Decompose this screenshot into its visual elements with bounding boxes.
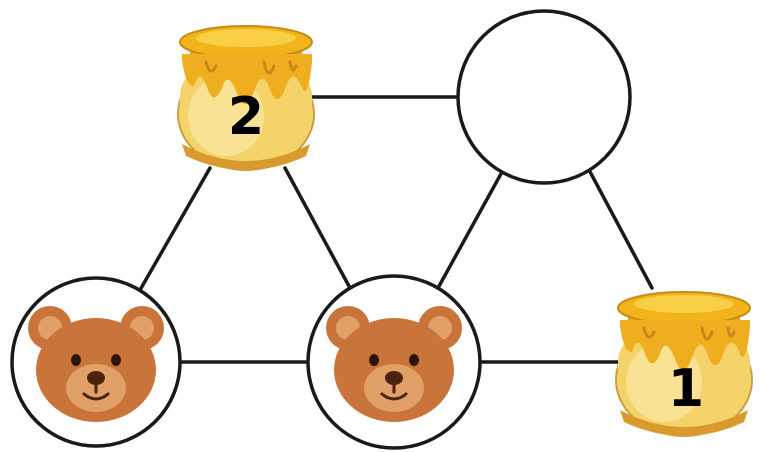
pot-number-label: 1 bbox=[668, 359, 704, 419]
empty-node-circle[interactable] bbox=[456, 9, 632, 185]
node-top-left[interactable]: 2 bbox=[176, 24, 316, 172]
node-bottom-right[interactable]: 1 bbox=[614, 290, 754, 438]
edge-pot2-bottom-left bbox=[138, 166, 212, 292]
edge-pot2-bottom-middle bbox=[283, 166, 352, 290]
node-bottom-left[interactable] bbox=[10, 276, 182, 448]
node-bottom-middle[interactable] bbox=[306, 274, 482, 450]
graph-edges bbox=[138, 95, 654, 364]
pot-number-label: 2 bbox=[228, 87, 264, 147]
edge-top-right-pot1 bbox=[586, 166, 654, 290]
edge-top-right-bottom-middle bbox=[436, 170, 504, 290]
node-top-right[interactable] bbox=[456, 9, 632, 185]
